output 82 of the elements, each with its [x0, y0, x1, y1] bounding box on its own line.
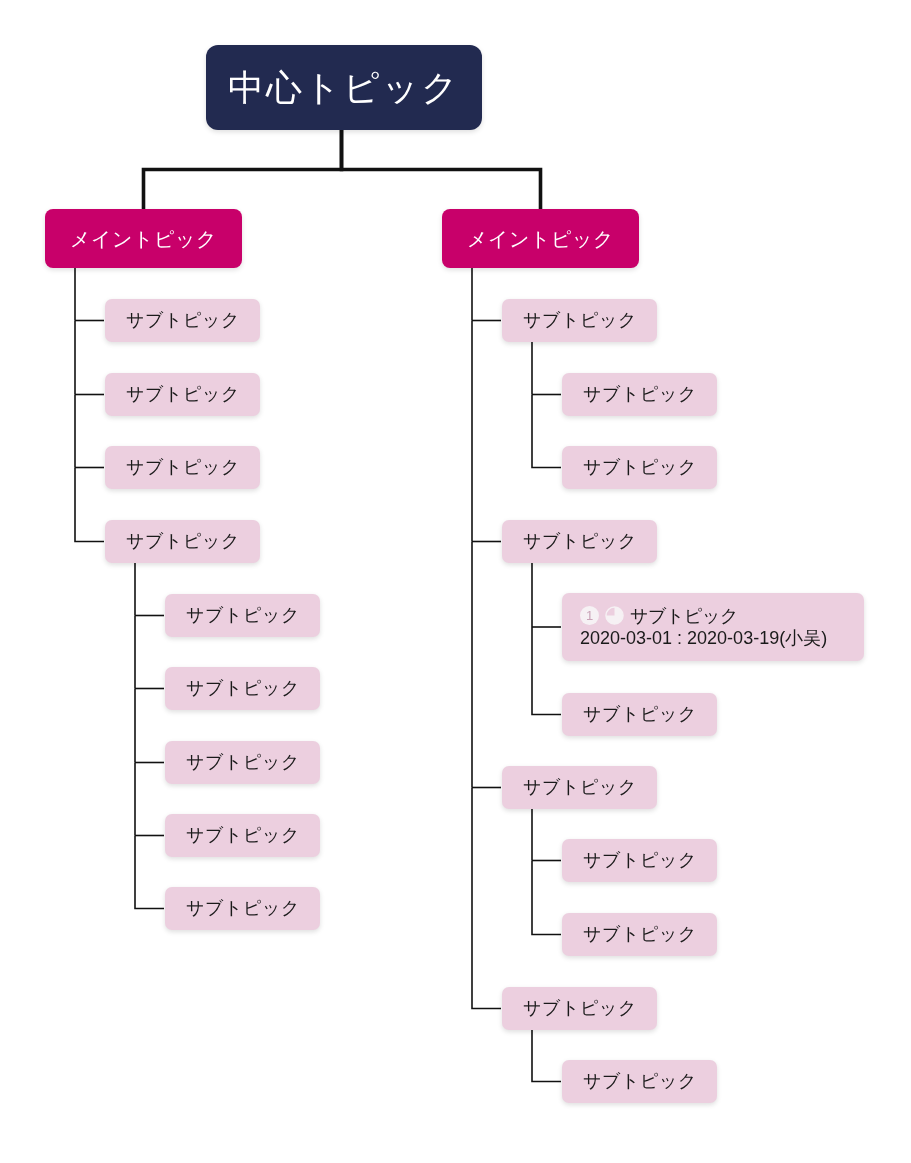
subtopic-box — [105, 299, 260, 342]
topic-text: サブトピック — [185, 604, 300, 627]
connector-line — [74, 393, 105, 396]
subtopic-box — [165, 741, 320, 784]
connector-line — [134, 562, 136, 617]
connector-line — [471, 786, 502, 1010]
connector-line — [74, 393, 76, 469]
connector-line — [74, 466, 105, 469]
subtopic-box — [165, 814, 320, 857]
subtopic-box — [502, 766, 657, 809]
connector-line — [531, 1029, 562, 1083]
topic-text: サブトピック — [185, 751, 300, 774]
connector-line — [471, 540, 473, 789]
connector-line — [134, 687, 165, 690]
connector-line — [471, 267, 473, 322]
subtopic-box — [562, 1060, 717, 1103]
connector-line — [74, 267, 76, 322]
topic-text: サブトピック — [582, 923, 697, 946]
subtopic-box — [562, 839, 717, 882]
connector-line — [531, 393, 562, 396]
subtopic-box — [562, 373, 717, 416]
topic-text: サブトピック — [582, 703, 697, 726]
subtopic-box — [105, 373, 260, 416]
connector-line — [531, 341, 533, 396]
connector-line — [339, 130, 543, 209]
topic-text: サブトピック — [185, 677, 300, 700]
topic-text: サブトピック — [582, 849, 697, 872]
subtopic-box — [562, 693, 717, 736]
topic-text: サブトピック — [522, 776, 637, 799]
subtopic-box — [502, 520, 657, 563]
connector-line — [471, 319, 502, 322]
topic-text: サブトピック — [522, 997, 637, 1020]
connector-line — [134, 614, 136, 690]
main-topic-box — [45, 209, 242, 268]
subtopic-box — [562, 446, 717, 489]
subtopic-box — [502, 987, 657, 1030]
topic-text: メイントピック — [467, 226, 614, 251]
topic-text: サブトピック — [125, 309, 240, 332]
central-topic-box — [206, 45, 482, 130]
subtopic-box — [562, 913, 717, 956]
priority-number: 1 — [580, 606, 599, 626]
topic-text: サブトピック — [582, 456, 697, 479]
connector-line — [74, 466, 105, 543]
topic-text: 中心トピック — [228, 65, 460, 110]
connector-line — [74, 319, 105, 322]
subtopic-box — [562, 593, 864, 661]
topic-text: サブトピック — [125, 383, 240, 406]
connector-line — [134, 761, 165, 764]
connector-line — [531, 859, 562, 862]
connector-line — [134, 834, 165, 837]
connector-line — [134, 687, 136, 764]
connector-line — [531, 859, 562, 936]
connector-line — [531, 393, 562, 469]
connector-line — [471, 319, 473, 543]
topic-text: サブトピック — [185, 897, 300, 920]
subtopic-box — [165, 594, 320, 637]
connector-line — [134, 834, 165, 910]
subtopic-box — [502, 299, 657, 342]
connector-line — [531, 562, 533, 628]
subtopic-box — [165, 887, 320, 930]
topic-text: サブトピック — [630, 604, 738, 627]
topic-text: サブトピック — [125, 456, 240, 479]
connector-line — [531, 808, 533, 862]
date-range-text: 2020-03-01 : 2020-03-19(小吴) — [580, 627, 828, 650]
connector-line — [531, 626, 562, 716]
subtopic-box — [165, 667, 320, 710]
topic-text: サブトピック — [522, 309, 637, 332]
topic-text: サブトピック — [522, 530, 637, 553]
main-topic-box — [442, 209, 639, 268]
subtopic-box — [105, 520, 260, 563]
topic-text: サブトピック — [185, 824, 300, 847]
topic-text: サブトピック — [582, 1070, 697, 1093]
connector-line — [134, 614, 165, 617]
topic-text: サブトピック — [125, 530, 240, 553]
connector-line — [74, 319, 76, 396]
connector-line — [471, 540, 502, 543]
connector-line — [471, 786, 502, 789]
topic-text: サブトピック — [582, 383, 697, 406]
connector-line — [531, 626, 562, 628]
topic-text: メイントピック — [70, 226, 217, 251]
subtopic-box — [105, 446, 260, 489]
connector-line — [134, 761, 136, 837]
